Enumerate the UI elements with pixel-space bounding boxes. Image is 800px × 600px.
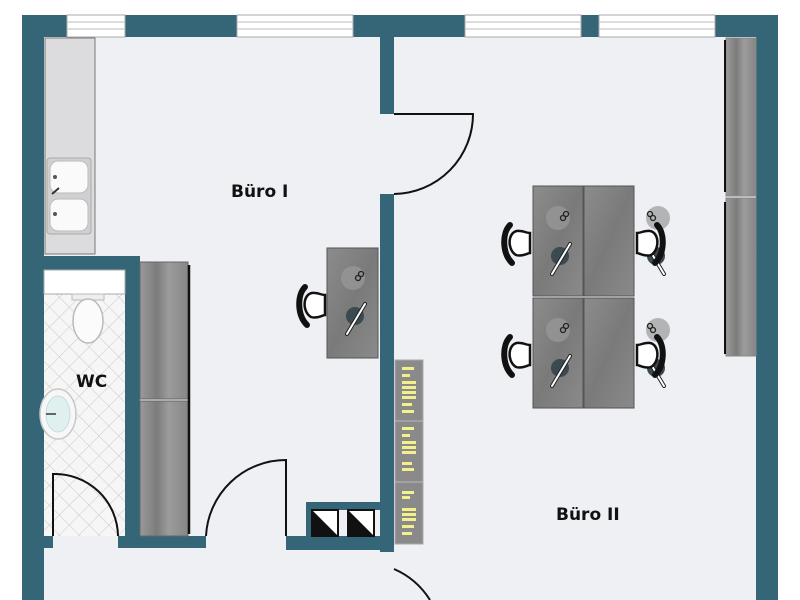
desk-cluster <box>532 185 672 409</box>
cabinet-icon <box>724 37 757 357</box>
cabinet-icon <box>139 261 191 537</box>
door-swing-icon <box>205 458 287 537</box>
desk-icon <box>583 297 635 409</box>
double-sink-icon <box>46 157 92 235</box>
door-swing-icon <box>52 472 119 537</box>
desk-icon <box>326 247 379 359</box>
room-label-buero-2: Büro II <box>556 505 620 525</box>
door-swing-icon <box>393 568 431 600</box>
washbasin-icon <box>39 388 77 440</box>
interior-walls <box>44 37 394 552</box>
room-label-wc: WC <box>76 372 108 392</box>
window-icon <box>66 14 716 38</box>
desk-icon <box>583 185 635 297</box>
toilet-icon <box>71 293 105 344</box>
desk-icon <box>532 297 584 409</box>
outer-walls <box>22 15 778 600</box>
door-swing-icon <box>393 113 475 195</box>
chimney-shaft-icon <box>311 509 375 537</box>
desk-icon <box>532 185 584 297</box>
shelf-binders-icon <box>394 359 424 545</box>
kitchen-counter <box>44 37 96 255</box>
wc-room <box>39 269 126 537</box>
room-label-buero-1: Büro I <box>231 182 289 202</box>
